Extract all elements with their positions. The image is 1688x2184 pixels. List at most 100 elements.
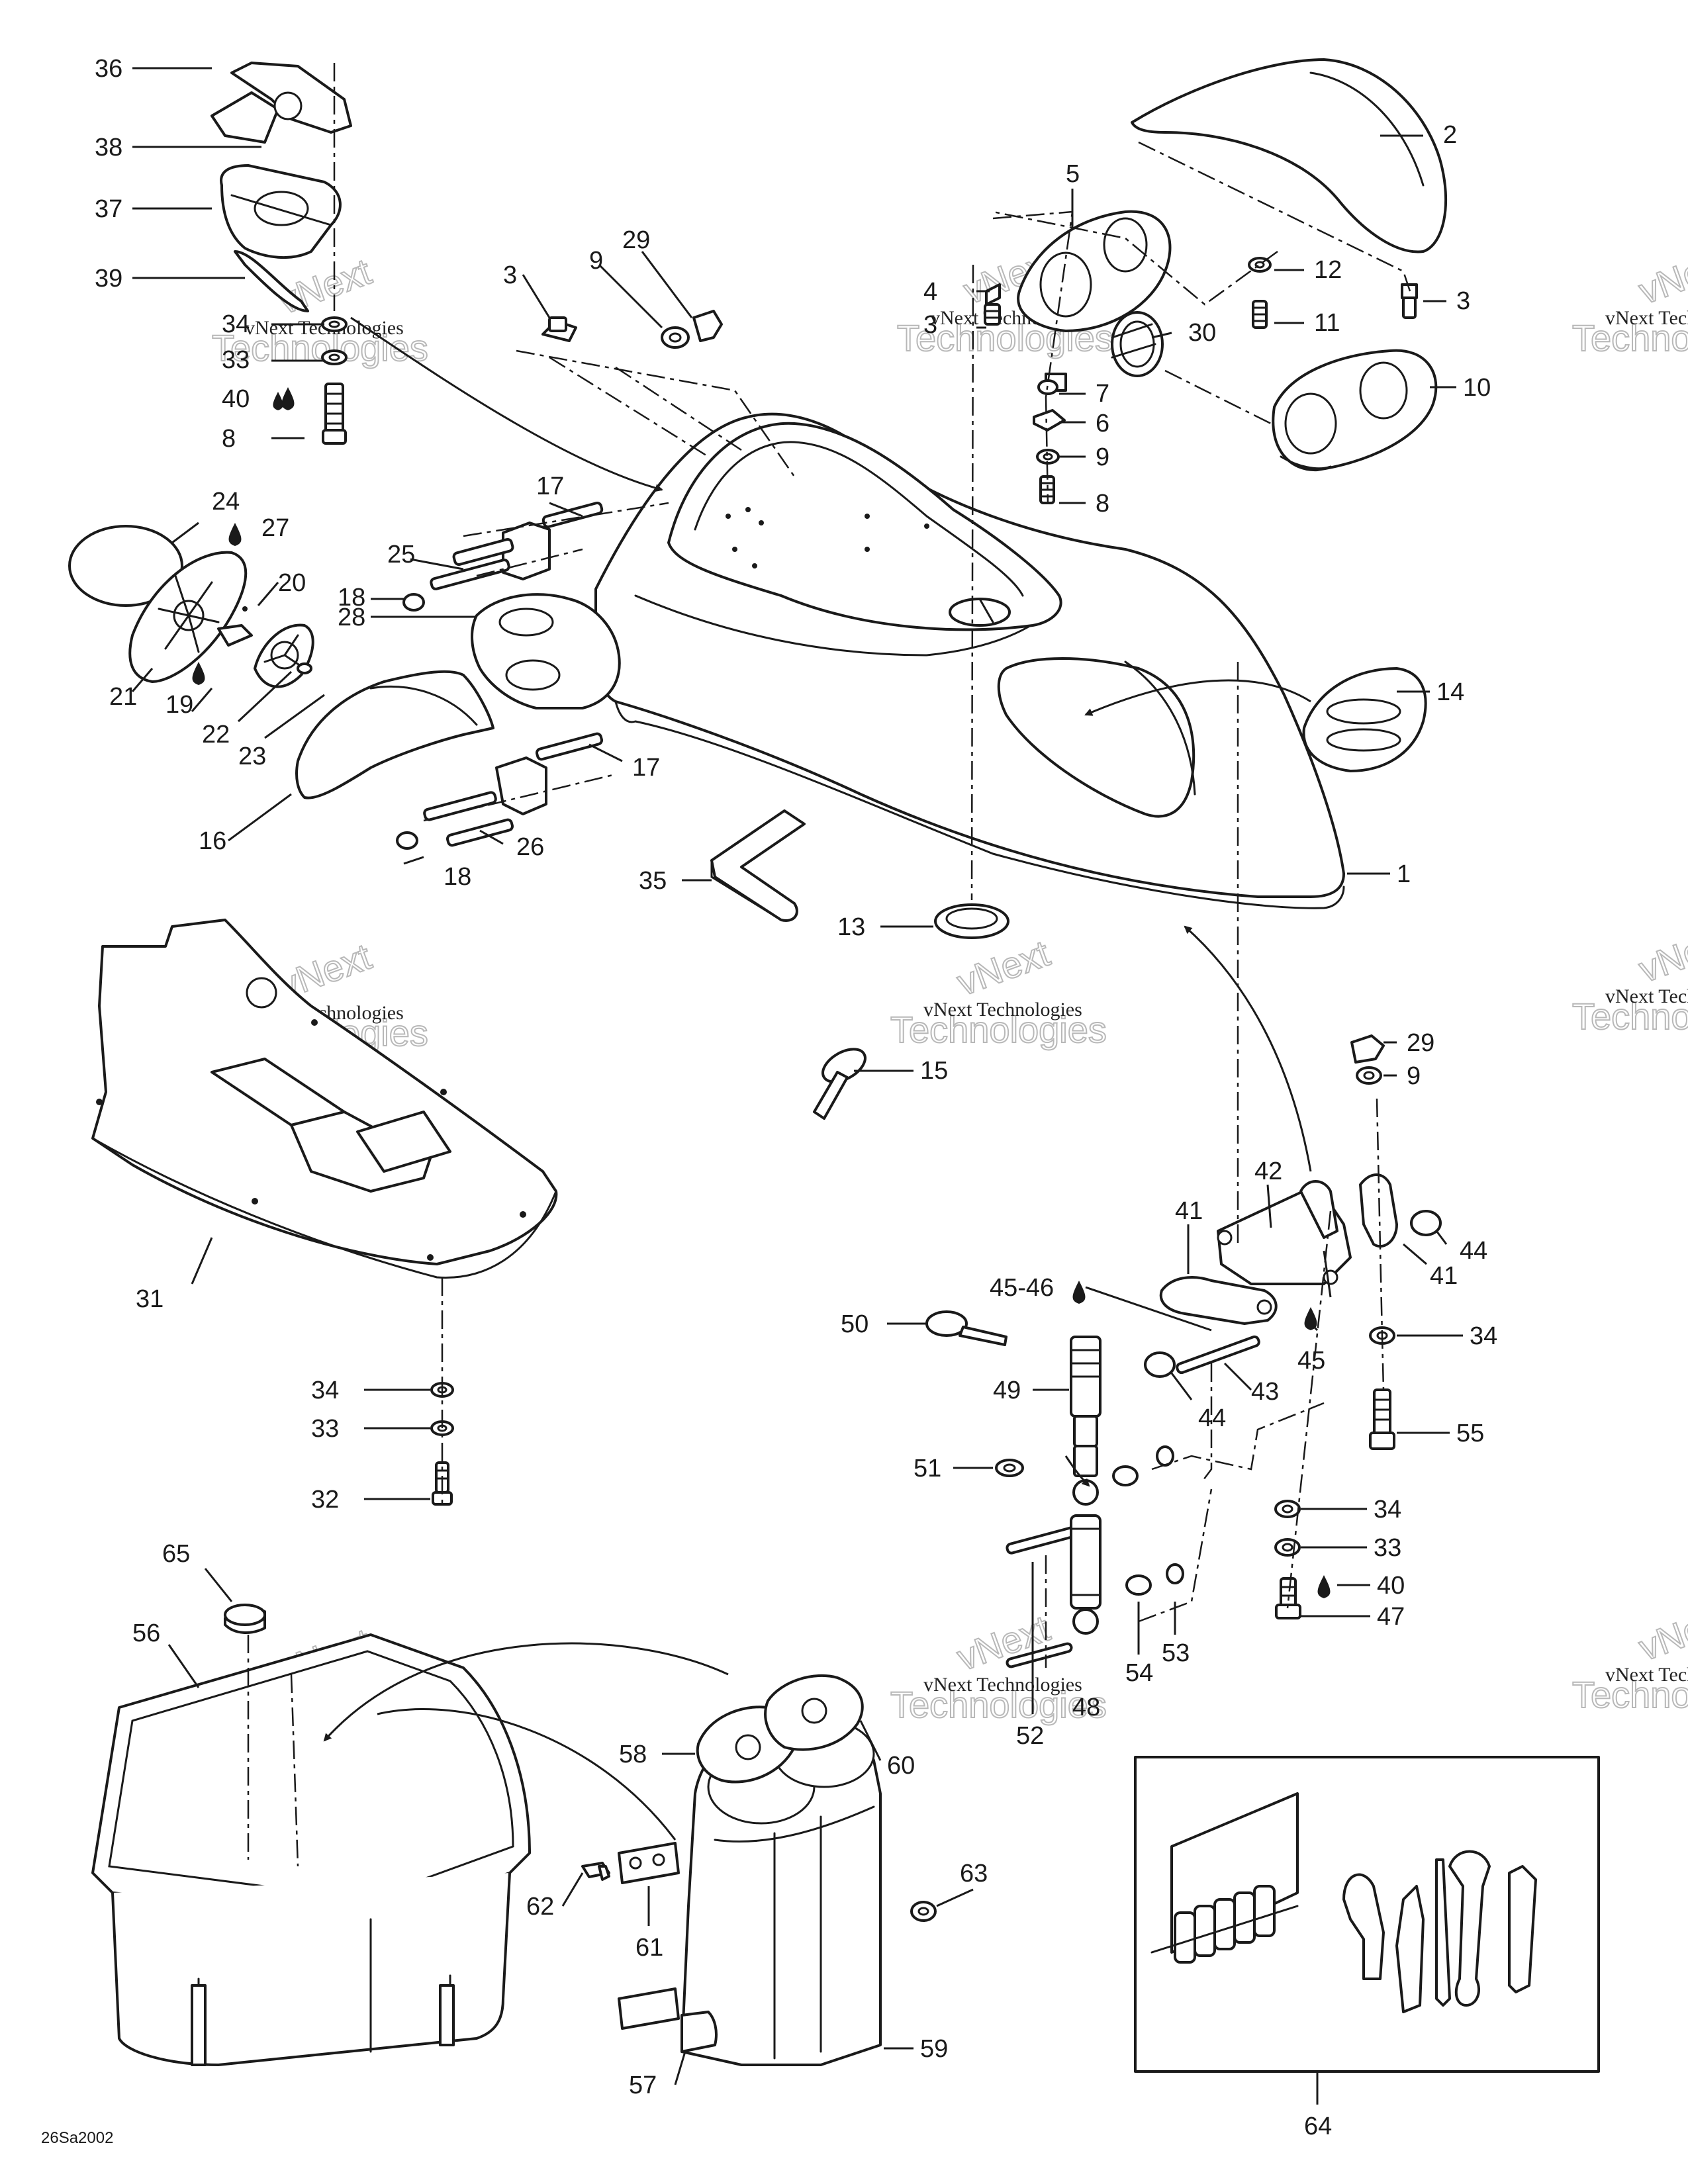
callout-9-center: 9 — [589, 247, 603, 275]
callout-41-left: 41 — [1175, 1197, 1203, 1225]
callout-65: 65 — [162, 1540, 190, 1568]
callout-drop-icons — [273, 392, 283, 410]
watermark-large-text: Technologies — [1572, 995, 1688, 1037]
callout-35: 35 — [639, 867, 667, 895]
watermark-arc-text: vNext — [1634, 1597, 1688, 1668]
callout-22: 22 — [202, 721, 230, 749]
callout-33-floor: 33 — [311, 1415, 339, 1443]
callout-16: 16 — [199, 827, 226, 855]
callout-11: 11 — [1314, 309, 1340, 337]
callout-56: 56 — [132, 1619, 160, 1647]
drop-icon — [228, 523, 242, 546]
callout-48: 48 — [1072, 1694, 1100, 1721]
lubricant-symbols — [192, 387, 1331, 1598]
tool-kit-wrenches — [1174, 1885, 1276, 1964]
callout-38: 38 — [95, 134, 122, 161]
watermark-arc-text: vNext — [273, 250, 377, 322]
callout-42: 42 — [1254, 1158, 1282, 1185]
callout-47: 47 — [1377, 1603, 1405, 1631]
callout-27: 27 — [261, 514, 289, 542]
watermark: Technologies vNext Technologies vNext — [1571, 240, 1688, 359]
hull-body-part — [594, 412, 1345, 909]
gauge-bezel-part — [1017, 210, 1172, 332]
callout-3-center: 3 — [503, 261, 517, 289]
callout-9-right: 9 — [1096, 443, 1109, 471]
diagram-code: 26Sa2002 — [41, 2129, 113, 2147]
callout-55: 55 — [1456, 1420, 1484, 1447]
vent-assembly-part — [68, 525, 314, 688]
callout-33-lower: 33 — [1374, 1534, 1401, 1562]
body-holes — [726, 507, 929, 569]
callout-62: 62 — [526, 1893, 554, 1921]
callout-6: 6 — [1096, 410, 1109, 437]
callout-23: 23 — [238, 743, 266, 770]
callout-33-top: 33 — [222, 346, 250, 374]
callout-10: 10 — [1463, 374, 1491, 402]
watermark-text: vNext Technologies — [923, 1674, 1082, 1696]
callout-18-bottom: 18 — [444, 863, 471, 891]
callout-52: 52 — [1016, 1722, 1044, 1750]
watermark-large-text: Technologies — [212, 327, 428, 369]
callout-21: 21 — [109, 683, 137, 711]
callout-53: 53 — [1162, 1639, 1190, 1667]
callout-44-right: 44 — [1460, 1237, 1487, 1265]
watermark-arc-text: vNext — [952, 1607, 1055, 1678]
callout-34-lower: 34 — [1374, 1496, 1401, 1524]
drop-icon — [1072, 1281, 1086, 1304]
center-lines — [247, 63, 1411, 1867]
callout-2: 2 — [1443, 121, 1457, 149]
drop-icon — [273, 392, 283, 410]
callout-4: 4 — [923, 278, 937, 306]
callout-57: 57 — [629, 2071, 657, 2099]
callout-41-right: 41 — [1430, 1262, 1458, 1290]
callout-51: 51 — [914, 1455, 941, 1482]
callout-13: 13 — [837, 913, 865, 941]
callout-17-top: 17 — [536, 473, 564, 500]
fasteners-center — [541, 310, 723, 349]
watermark-text: vNext Technologies — [923, 999, 1082, 1021]
shock-mount-part — [1144, 1173, 1442, 1378]
watermark-arc-text: vNext — [1634, 919, 1688, 990]
callout-25: 25 — [387, 541, 415, 569]
callout-45-46: 45-46 — [990, 1274, 1054, 1302]
watermark: Technologies vNext Technologies vNext — [1571, 1596, 1688, 1716]
callout-8-top: 8 — [222, 425, 236, 453]
callout-39: 39 — [95, 265, 122, 293]
callout-3-far-right: 3 — [1456, 287, 1470, 315]
callout-50: 50 — [841, 1310, 868, 1338]
callout-28: 28 — [338, 604, 365, 631]
callout-24: 24 — [212, 488, 240, 516]
callout-40-top: 40 — [222, 385, 250, 413]
callout-60: 60 — [887, 1752, 915, 1780]
callout-58: 58 — [619, 1741, 647, 1768]
watermark: Technologies vNext Technologies vNext — [1571, 918, 1688, 1038]
callout-31: 31 — [136, 1285, 164, 1313]
callout-20: 20 — [278, 569, 306, 597]
callout-40-lower: 40 — [1377, 1572, 1405, 1600]
drop-icon — [192, 662, 205, 685]
callout-30: 30 — [1188, 319, 1216, 347]
windshield-part — [1131, 58, 1448, 253]
watermark-arc-text: vNext — [1634, 240, 1688, 312]
callout-9-mount: 9 — [1407, 1062, 1421, 1090]
watermark-arc-text: vNext — [952, 932, 1055, 1003]
callout-5: 5 — [1066, 160, 1080, 188]
tool-kit-part — [1134, 1756, 1600, 2073]
callout-61: 61 — [635, 1934, 663, 1962]
floor-panel-part — [91, 919, 558, 1279]
gauge-housing-part — [1272, 349, 1438, 472]
callout-64: 64 — [1304, 2113, 1332, 2140]
callout-37: 37 — [95, 195, 122, 223]
callout-34-top: 34 — [222, 310, 250, 338]
callout-1: 1 — [1397, 860, 1411, 888]
callout-34-mount: 34 — [1470, 1322, 1497, 1350]
callout-12: 12 — [1314, 256, 1342, 284]
fasteners-top-right — [984, 257, 1418, 504]
watermark: Technologies vNext Technologies vNext — [890, 931, 1107, 1051]
callout-43: 43 — [1251, 1378, 1279, 1406]
assembly-arrows — [323, 316, 1332, 1841]
callout-63: 63 — [960, 1860, 988, 1888]
callout-29-center: 29 — [622, 226, 650, 254]
watermark-text: vNext Technologies — [1605, 1664, 1688, 1686]
retainer-strap-part — [710, 809, 806, 922]
